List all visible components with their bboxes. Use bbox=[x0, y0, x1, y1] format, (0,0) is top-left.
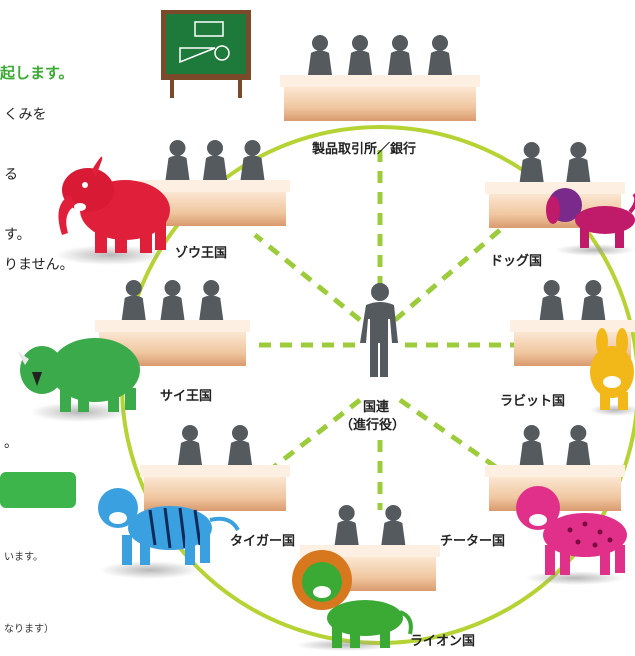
person-icon bbox=[523, 142, 540, 158]
person-icon bbox=[232, 425, 248, 441]
node-label-cheetah: チーター国 bbox=[440, 534, 506, 549]
person-body bbox=[240, 155, 265, 180]
table-icon bbox=[485, 182, 625, 194]
table-front bbox=[284, 87, 476, 121]
center-person-icon bbox=[360, 283, 398, 377]
person-icon bbox=[244, 140, 261, 156]
person-body bbox=[581, 295, 606, 320]
person-body bbox=[388, 50, 412, 75]
desk-products bbox=[280, 35, 480, 121]
person-body bbox=[334, 520, 359, 545]
desk-lion bbox=[300, 505, 440, 591]
person-icon bbox=[164, 280, 181, 296]
desk-tiger bbox=[140, 425, 290, 511]
side-line-4: りません。 bbox=[4, 257, 74, 273]
side-line-5: 。 bbox=[4, 435, 18, 451]
person-icon bbox=[169, 140, 186, 156]
spoke-tiger bbox=[268, 398, 362, 472]
person-icon bbox=[385, 505, 402, 521]
node-label-rhino: サイ王国 bbox=[160, 389, 213, 404]
person-body bbox=[160, 295, 185, 320]
node-label-elephant: ゾウ王国 bbox=[175, 246, 228, 261]
person-icon bbox=[312, 35, 328, 51]
rhino-icon bbox=[17, 338, 140, 422]
table-icon bbox=[280, 75, 480, 87]
side-note-1: います。 bbox=[4, 552, 43, 563]
desk-cheetah bbox=[485, 425, 625, 511]
person-icon bbox=[570, 425, 587, 441]
person-icon bbox=[543, 280, 560, 296]
dog-icon bbox=[546, 188, 635, 256]
person-icon bbox=[207, 140, 223, 156]
side-heading: 起します。 bbox=[0, 64, 74, 82]
desk-groups bbox=[95, 35, 635, 591]
table-icon bbox=[140, 465, 290, 477]
person-body bbox=[519, 440, 544, 465]
blackboard-icon bbox=[161, 10, 251, 98]
side-note-2: なります） bbox=[4, 624, 54, 635]
person-body bbox=[566, 440, 591, 465]
center-label: 国連 bbox=[363, 400, 390, 415]
node-label-dog: ドッグ国 bbox=[490, 254, 543, 269]
person-icon bbox=[203, 280, 220, 296]
person-body bbox=[228, 440, 252, 465]
spokes bbox=[250, 150, 515, 510]
green-bar bbox=[0, 472, 76, 508]
lion-icon bbox=[292, 550, 413, 651]
cheetah-icon bbox=[516, 486, 627, 585]
person-body bbox=[165, 155, 190, 180]
person-body bbox=[381, 520, 406, 545]
person-body bbox=[348, 50, 372, 75]
person-icon bbox=[352, 35, 368, 51]
elephant-icon bbox=[55, 156, 170, 265]
center-sublabel: （進行役） bbox=[340, 418, 406, 433]
side-line-1: くみを bbox=[4, 107, 47, 123]
table-icon bbox=[95, 320, 250, 332]
spoke-dog bbox=[393, 228, 502, 322]
tiger-icon bbox=[98, 488, 240, 579]
side-line-3: す。 bbox=[4, 227, 31, 243]
rabbit-icon bbox=[590, 328, 635, 416]
person-icon bbox=[338, 505, 355, 521]
person-body bbox=[199, 295, 224, 320]
table-icon bbox=[140, 180, 290, 192]
person-body bbox=[539, 295, 564, 320]
person-body bbox=[566, 157, 591, 182]
person-body bbox=[178, 440, 202, 465]
person-icon bbox=[570, 142, 587, 158]
person-body bbox=[519, 157, 544, 182]
spoke-elephant bbox=[253, 233, 362, 322]
table-front bbox=[144, 477, 286, 511]
node-label-products: 製品取引所／銀行 bbox=[312, 142, 417, 157]
spoke-cheetah bbox=[398, 397, 502, 473]
person-icon bbox=[392, 35, 408, 51]
node-label-tiger: タイガー国 bbox=[230, 534, 296, 549]
table-icon bbox=[510, 320, 635, 332]
person-body bbox=[308, 50, 332, 75]
table-icon bbox=[485, 465, 625, 477]
node-label-lion: ライオン国 bbox=[410, 634, 476, 649]
person-body bbox=[121, 295, 146, 320]
person-body bbox=[203, 155, 227, 180]
side-line-2: る bbox=[4, 167, 18, 183]
person-icon bbox=[432, 35, 448, 51]
person-icon bbox=[182, 425, 198, 441]
node-label-rabbit: ラビット国 bbox=[500, 394, 566, 409]
person-icon bbox=[125, 280, 142, 296]
person-icon bbox=[523, 425, 540, 441]
person-icon bbox=[585, 280, 602, 296]
person-body bbox=[428, 50, 452, 75]
